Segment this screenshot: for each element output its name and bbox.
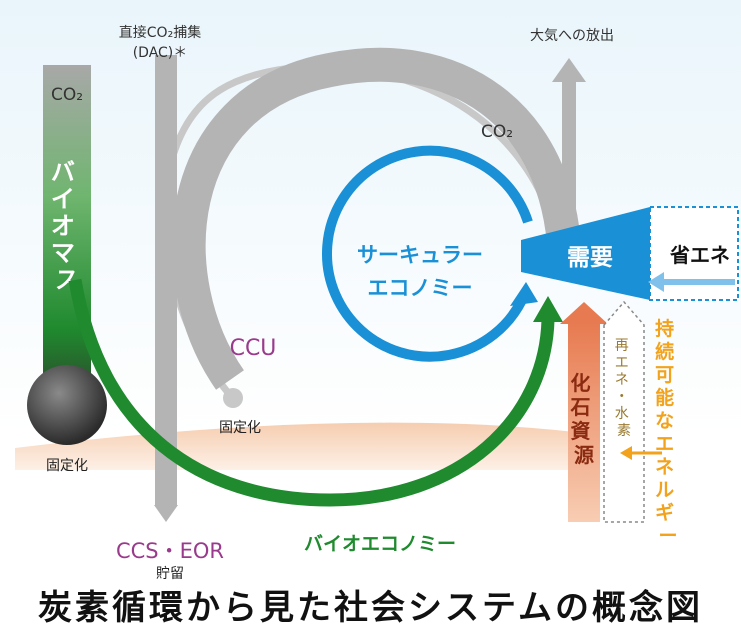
renewable-char-4: ・: [615, 389, 629, 405]
bioeconomy-arrow: [68, 278, 555, 507]
sustainable-char-5: な: [655, 410, 674, 432]
biomass-char-4: マ: [51, 239, 75, 267]
renewable-h2-label: 再 エ ネ ・ 水 素: [615, 338, 633, 439]
sustainable-arrowhead: [620, 446, 632, 460]
biomass-column: [43, 65, 91, 395]
sustainable-char-1: 持: [655, 317, 674, 340]
bioeconomy-label: バイオエコノミー: [304, 533, 456, 555]
energy-saving-arrowhead: [648, 272, 664, 292]
emission-arrow-shaft: [562, 80, 576, 240]
renewable-char-2: エ: [615, 355, 629, 371]
fossil-char-2: 石: [570, 395, 591, 419]
circular-economy-label-line2: エコノミー: [368, 276, 473, 300]
fossil-label: 化 石 資 源: [570, 371, 598, 467]
carbon-cycle-diagram: CO₂ 固定化 バ イ オ マ ス 固定化 直接CO₂捕集 (DAC)＊ CO₂…: [0, 0, 741, 582]
fossil-arrow-shaft: [568, 322, 600, 522]
sustainable-char-4: 能: [655, 386, 674, 409]
circular-economy-label-line1: サーキュラー: [357, 243, 483, 267]
renewable-dashed-arrow: [603, 300, 645, 523]
fixation-left-label: 固定化: [46, 458, 88, 474]
dac-label-line1: 直接CO₂捕集: [119, 24, 201, 41]
dac-pipe-arrowhead: [154, 505, 178, 522]
fossil-char-1: 化: [571, 371, 591, 395]
fixation-ball: [27, 365, 107, 445]
energy-saving-label: 省エネ: [669, 243, 730, 267]
co2-top-label: CO₂: [481, 122, 513, 142]
sustainable-char-3: 可: [655, 364, 674, 386]
renewable-char-6: 素: [617, 423, 631, 439]
emission-arrow-head: [552, 58, 586, 82]
sustainable-char-2: 続: [655, 340, 674, 363]
biomass-char-2: イ: [51, 185, 75, 213]
circular-economy-arrowhead: [510, 282, 538, 306]
demand-shape: [521, 207, 650, 300]
renewable-char-1: 再: [615, 338, 629, 354]
sustainable-char-7: ネ: [655, 456, 674, 478]
fossil-char-3: 資: [571, 419, 591, 443]
energy-saving-box: [649, 206, 739, 301]
circular-economy-ring: [322, 145, 533, 362]
fixation-center-dot: [223, 388, 243, 408]
bioeconomy-arrowhead: [533, 296, 563, 322]
co2-left-label: CO₂: [51, 85, 83, 105]
sustainable-char-6: エ: [655, 433, 674, 455]
co2-loop-arc: [171, 47, 582, 390]
biomass-char-3: オ: [51, 212, 75, 240]
fossil-char-4: 源: [574, 443, 594, 467]
dac-label-line2: (DAC)＊: [133, 45, 188, 61]
renewable-char-5: 水: [615, 406, 629, 422]
demand-label: 需要: [567, 245, 613, 271]
sustainable-char-8: ル: [655, 479, 674, 501]
emission-label: 大気への放出: [530, 28, 614, 44]
sustainable-char-9: ギ: [655, 502, 674, 524]
biomass-char-1: バ: [51, 158, 75, 186]
fixation-center-label: 固定化: [219, 420, 261, 436]
fossil-arrowhead: [560, 302, 608, 324]
ccu-label: CCU: [230, 336, 277, 361]
sustainable-char-10: ー: [658, 525, 677, 547]
renewable-char-3: ネ: [615, 372, 629, 388]
ccs-eor-label: CCS・EOR: [116, 539, 224, 563]
figure-caption: 炭素循環から見た社会システムの概念図: [38, 588, 703, 628]
sustainable-energy-label: 持 続 可 能 な エ ネ ル ギ ー: [655, 317, 681, 547]
storage-label: 貯留: [156, 566, 184, 580]
biomass-label: バ イ オ マ ス: [51, 158, 83, 294]
